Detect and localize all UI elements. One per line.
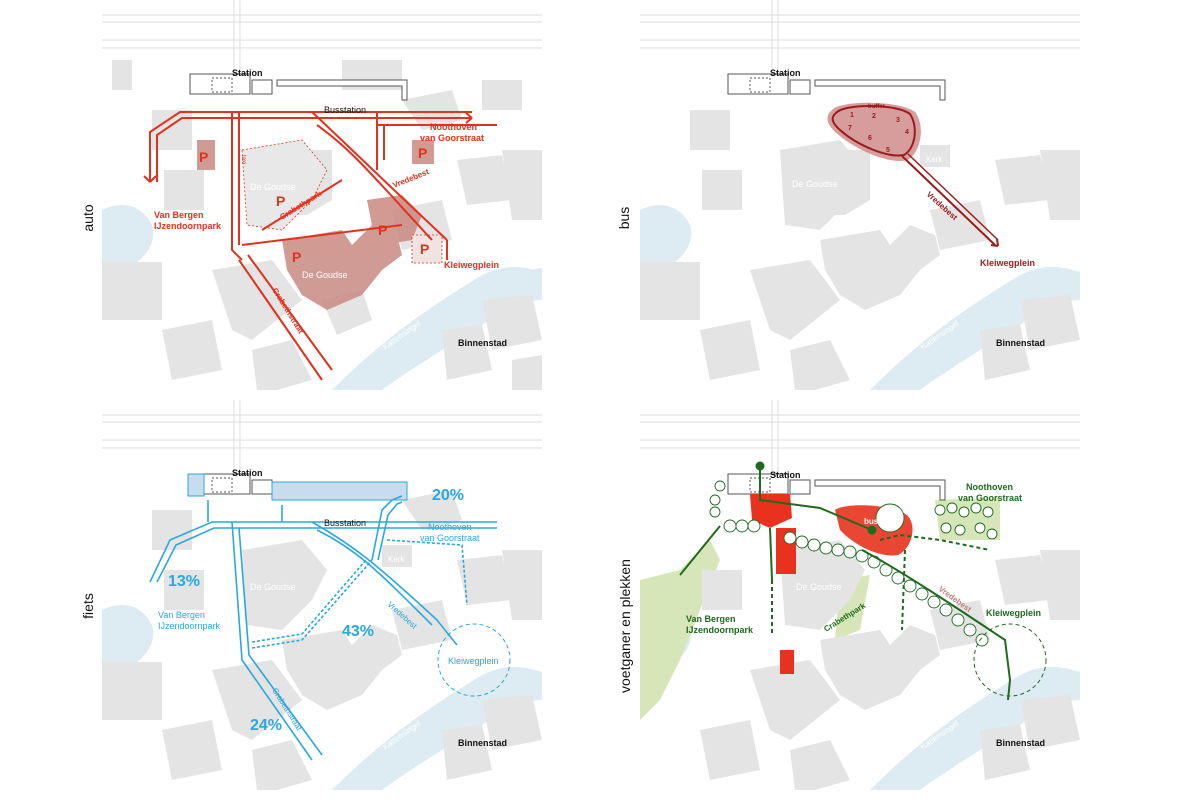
label-voetganer: voetganer en plekken — [617, 559, 633, 693]
label-taxi: taxi — [240, 155, 246, 164]
kleiwegplein-circle — [973, 623, 1047, 697]
label-buffer: buffer — [868, 104, 886, 110]
label-pct-43: 43% — [342, 623, 374, 640]
parking-icon: P — [199, 149, 208, 165]
tree-row — [709, 480, 998, 647]
bus-station-area — [827, 102, 921, 161]
label-vanbergen-2: IJzendoornpark — [686, 625, 754, 635]
station-node-icon — [755, 461, 765, 471]
map-auto-svg: Station Busstation Kerk De Goudse De Gou… — [102, 0, 542, 390]
label-binnenstad: Binnenstad — [996, 338, 1045, 348]
base-map — [640, 400, 1080, 790]
bus-route — [901, 155, 996, 246]
label-degoudse: De Goudse — [792, 179, 838, 189]
label-busstation: Busstation — [324, 518, 366, 528]
bay-number: 1 — [850, 112, 854, 119]
label-binnenstad: Binnenstad — [996, 738, 1045, 748]
label-noothoven-2: van Goorstraat — [420, 533, 480, 543]
label-vanbergen-2: IJzendoornpark — [154, 221, 222, 231]
label-bus: bus — [864, 517, 879, 526]
label-pct-24: 24% — [250, 717, 282, 734]
label-station: Station — [232, 68, 263, 78]
bay-number: 2 — [872, 113, 876, 120]
parking-icon: P — [420, 241, 429, 257]
label-binnenstad: Binnenstad — [458, 738, 507, 748]
label-bus: bus — [616, 206, 632, 230]
base-map — [102, 0, 542, 390]
map-fiets-svg: Station Busstation Kerk De Goudse 20% 13… — [102, 400, 542, 790]
label-noothoven-1: Noothoven — [966, 482, 1013, 492]
bay-number: 5 — [886, 147, 890, 154]
parking-icon: P — [276, 193, 285, 209]
parking-markers: P P P P P P — [199, 145, 429, 265]
bay-number: 4 — [905, 129, 909, 136]
label-kleiwegplein: Kleiwegplein — [980, 258, 1035, 268]
bus-loop — [831, 105, 916, 157]
parking-icon: P — [378, 222, 387, 238]
auto-arrowheads — [143, 112, 473, 183]
bay-number: 3 — [896, 117, 900, 124]
map-voetganer-svg: Station bus De Goudse Noothoven van Goor… — [640, 400, 1080, 790]
label-vanbergen-1: Van Bergen — [686, 614, 736, 624]
parking-icon: P — [292, 249, 301, 265]
label-vanbergen-1: Van Bergen — [158, 610, 205, 620]
label-station: Station — [770, 68, 801, 78]
label-station: Station — [770, 470, 801, 480]
label-kerk: Kerk — [388, 555, 405, 564]
label-vanbergen-1: Van Bergen — [154, 210, 204, 220]
label-kerk: Kerk — [390, 138, 407, 147]
bay-number: 7 — [848, 125, 852, 132]
label-degoudse: De Goudse — [796, 582, 842, 592]
map-auto: Station Busstation Kerk De Goudse De Gou… — [102, 0, 542, 390]
label-vanbergen-2: IJzendoornpark — [158, 621, 221, 631]
label-kleiwegplein: Kleiwegplein — [444, 260, 499, 270]
map-bus-svg: 1 2 3 4 5 6 7 buffer Station Kerk De Gou… — [640, 0, 1080, 390]
label-fiets: fiets — [80, 593, 96, 619]
map-voetganer: Station bus De Goudse Noothoven van Goor… — [640, 400, 1080, 790]
bus-bays: 1 2 3 4 5 6 7 buffer — [848, 104, 909, 154]
bus-node-icon — [867, 525, 877, 535]
label-binnenstad: Binnenstad — [458, 338, 507, 348]
label-kerk: Kerk — [926, 155, 943, 164]
label-noothoven-1: Noothoven — [430, 122, 477, 132]
label-pct-13: 13% — [168, 573, 200, 590]
label-degoudse-1: De Goudse — [250, 182, 296, 192]
label-busstation: Busstation — [324, 105, 366, 115]
map-fiets: Station Busstation Kerk De Goudse 20% 13… — [102, 400, 542, 790]
label-station: Station — [232, 468, 263, 478]
map-bus: 1 2 3 4 5 6 7 buffer Station Kerk De Gou… — [640, 0, 1080, 390]
base-map — [102, 400, 542, 790]
kleiwegplein-circle — [437, 623, 511, 697]
label-degoudse-2: De Goudse — [302, 270, 348, 280]
auto-routes — [149, 111, 497, 381]
bay-number: 6 — [868, 135, 872, 142]
voetganer-routes — [679, 466, 1012, 701]
base-map — [640, 0, 1080, 390]
label-noothoven-2: van Goorstraat — [420, 133, 484, 143]
label-pct-20: 20% — [432, 487, 464, 504]
label-kleiwegplein: Kleiwegplein — [448, 656, 499, 666]
label-degoudse: De Goudse — [250, 582, 296, 592]
label-kleiwegplein: Kleiwegplein — [986, 608, 1041, 618]
fiets-routes — [149, 495, 497, 761]
label-noothoven-2: van Goorstraat — [958, 493, 1022, 503]
label-noothoven-1: Noothoven — [428, 522, 472, 532]
label-auto: auto — [80, 204, 96, 232]
parking-icon: P — [418, 145, 427, 161]
